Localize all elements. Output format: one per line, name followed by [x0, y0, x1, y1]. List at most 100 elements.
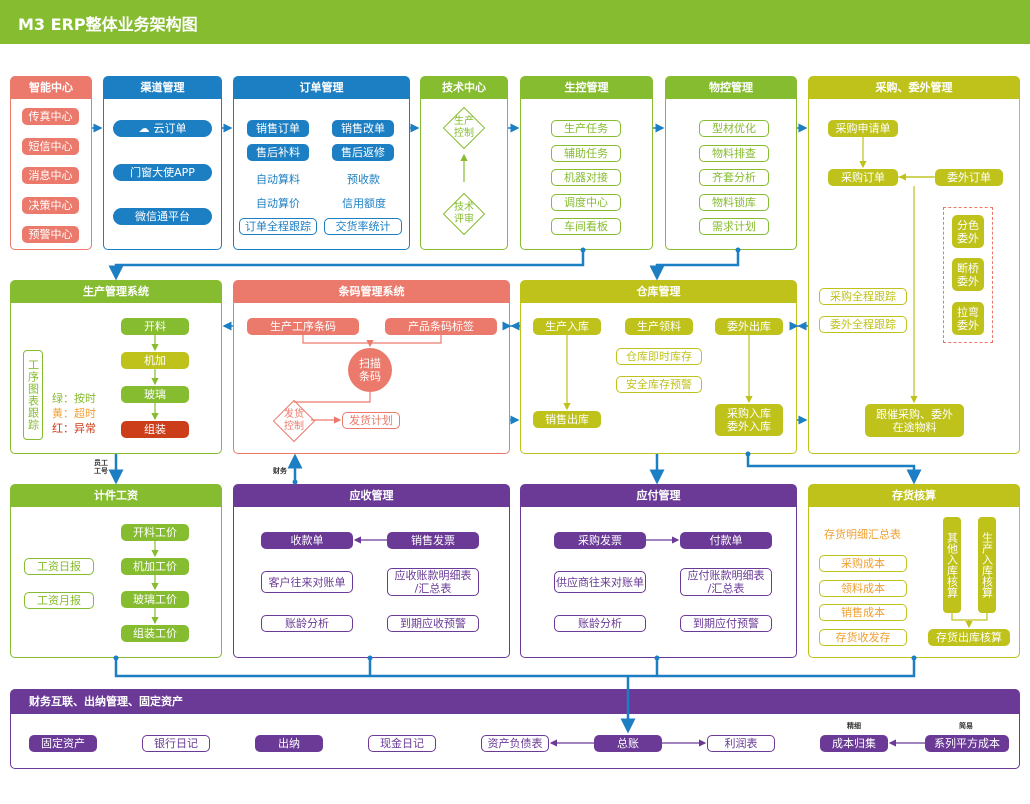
general-ledger-button[interactable]: 总账: [594, 735, 662, 752]
auto-price-text: 自动算价: [256, 197, 300, 210]
production-control-item-1[interactable]: 生产任务: [551, 120, 621, 137]
sales-invoice-button[interactable]: 销售发票: [387, 532, 479, 549]
ar-due-warning-button[interactable]: 到期应收预警: [387, 615, 479, 632]
payment-button[interactable]: 付款单: [680, 532, 772, 549]
purchase-cost-button[interactable]: 采购成本: [819, 555, 907, 572]
ar-detail-button[interactable]: 应收账款明细表 /汇总表: [387, 568, 479, 596]
production-picking-button[interactable]: 生产领料: [625, 318, 693, 335]
aftersale-repair-button[interactable]: 售后返修: [332, 144, 394, 161]
ar-aging-button[interactable]: 账龄分析: [261, 615, 353, 632]
ap-aging-button[interactable]: 账龄分析: [554, 615, 646, 632]
inventory-outbound-cost-button[interactable]: 存货出库核算: [928, 629, 1010, 646]
order-tracking-button[interactable]: 订单全程跟踪: [239, 218, 317, 235]
cost-collection-button[interactable]: 成本归集: [820, 735, 888, 752]
smart-center-item-5[interactable]: 预警中心: [22, 226, 79, 243]
outsource-sub-group: [943, 207, 993, 343]
shipping-plan-button[interactable]: 发货计划: [342, 412, 400, 429]
production-inbound-label: 生产入库核算: [980, 532, 994, 598]
process-barcode-button[interactable]: 生产工序条码: [247, 318, 359, 335]
production-control-item-5[interactable]: 车间看板: [551, 218, 621, 235]
barcode-title: 条码管理系统: [234, 281, 509, 303]
detail-label: 精细: [847, 722, 861, 730]
balance-sheet-button[interactable]: 资产负债表: [481, 735, 549, 752]
material-control-item-4[interactable]: 物料锁库: [699, 193, 769, 211]
tech-review-label: 技术 评审: [454, 202, 474, 225]
warehouse-title: 仓库管理: [521, 281, 796, 303]
material-control-item-1[interactable]: 型材优化: [699, 120, 769, 137]
follow-up-button[interactable]: 跟催采购、委外 在途物料: [865, 404, 964, 437]
cutting-step[interactable]: 开料: [121, 318, 189, 335]
sales-change-button[interactable]: 销售改单: [332, 120, 394, 137]
order-title: 订单管理: [234, 77, 409, 99]
ap-detail-button[interactable]: 应付账款明细表 /汇总表: [680, 568, 772, 596]
product-barcode-button[interactable]: 产品条码标签: [385, 318, 497, 335]
production-control-item-4[interactable]: 调度中心: [551, 193, 621, 211]
aftersale-supply-button[interactable]: 售后补料: [247, 144, 309, 161]
production-control-item-3[interactable]: 机器对接: [551, 169, 621, 186]
assembly-wage-step[interactable]: 组装工价: [121, 625, 189, 642]
production-control-title: 生控管理: [521, 77, 652, 99]
outsource-order-button[interactable]: 委外订单: [935, 169, 1003, 186]
bank-journal-button[interactable]: 银行日记: [142, 735, 210, 752]
purchase-invoice-button[interactable]: 采购发票: [554, 532, 646, 549]
bridge-outsource-button[interactable]: 断桥 委外: [952, 258, 984, 291]
purchase-order-button[interactable]: 采购订单: [828, 169, 898, 186]
sales-order-button[interactable]: 销售订单: [247, 120, 309, 137]
scan-barcode-circle[interactable]: 扫描 条码: [348, 348, 392, 392]
material-control-item-2[interactable]: 物料排查: [699, 144, 769, 162]
simple-label: 简易: [959, 722, 973, 730]
fixed-assets-button[interactable]: 固定资产: [29, 735, 97, 752]
color-outsource-button[interactable]: 分色 委外: [952, 215, 984, 248]
supplier-statement-button[interactable]: 供应商往来对账单: [554, 571, 646, 593]
production-inbound-cost[interactable]: 生产入库核算: [978, 517, 996, 613]
sales-cost-button[interactable]: 销售成本: [819, 604, 907, 621]
customer-statement-button[interactable]: 客户往来对账单: [261, 571, 353, 593]
ap-due-warning-button[interactable]: 到期应付预警: [680, 615, 772, 632]
production-control-item-2[interactable]: 辅助任务: [551, 144, 621, 162]
bend-outsource-button[interactable]: 拉弯 委外: [952, 302, 984, 335]
delivery-rate-button[interactable]: 交货率统计: [324, 218, 402, 235]
production-inbound-button[interactable]: 生产入库: [533, 318, 601, 335]
monthly-wage-button[interactable]: 工资月报: [24, 592, 94, 609]
wechat-platform-button[interactable]: 微信通平台: [113, 208, 212, 225]
glass-step[interactable]: 玻璃: [121, 386, 189, 403]
inventory-flow-button[interactable]: 存货收发存: [819, 629, 907, 646]
material-control-item-5[interactable]: 需求计划: [699, 218, 769, 235]
doors-app-button[interactable]: 门窗大使APP: [113, 164, 212, 181]
production-control-label: 生产 控制: [454, 116, 474, 139]
cash-journal-button[interactable]: 现金日记: [368, 735, 436, 752]
smart-center-item-4[interactable]: 决策中心: [22, 196, 79, 214]
process-chart-tracking: 工序图表跟踪: [23, 350, 43, 440]
other-inbound-cost[interactable]: 其他入库核算: [943, 517, 961, 613]
safety-stock-button[interactable]: 安全库存预警: [616, 376, 702, 393]
cutting-wage-step[interactable]: 开料工价: [121, 524, 189, 541]
sales-outbound-button[interactable]: 销售出库: [533, 411, 601, 428]
smart-center-title: 智能中心: [11, 77, 91, 99]
machining-wage-step[interactable]: 机加工价: [121, 558, 189, 575]
assembly-step[interactable]: 组装: [121, 421, 189, 438]
material-control-panel: 物控管理: [665, 76, 797, 250]
cashier-button[interactable]: 出纳: [255, 735, 323, 752]
production-system-title: 生产管理系统: [11, 281, 221, 303]
process-chart-label: 工序图表跟踪: [26, 359, 40, 431]
picking-cost-button[interactable]: 领料成本: [819, 580, 907, 597]
smart-center-item-2[interactable]: 短信中心: [22, 137, 79, 155]
credit-limit-text: 信用额度: [342, 197, 386, 210]
cloud-order-button[interactable]: ☁云订单: [113, 120, 212, 137]
purchase-inbound-button[interactable]: 采购入库 委外入库: [715, 404, 783, 436]
realtime-stock-button[interactable]: 仓库即时库存: [616, 348, 702, 365]
smart-center-item-3[interactable]: 消息中心: [22, 167, 79, 184]
smart-center-item-1[interactable]: 传真中心: [22, 108, 79, 125]
machining-step[interactable]: 机加: [121, 352, 189, 369]
outsource-tracking-button[interactable]: 委外全程跟踪: [819, 316, 907, 333]
outsource-outbound-button[interactable]: 委外出库: [715, 318, 783, 335]
purchase-tracking-button[interactable]: 采购全程跟踪: [819, 288, 907, 305]
series-area-cost-button[interactable]: 系列平方成本: [925, 735, 1009, 752]
purchase-request-button[interactable]: 采购申请单: [828, 120, 898, 137]
glass-wage-step[interactable]: 玻璃工价: [121, 591, 189, 608]
inventory-summary-text: 存货明细汇总表: [824, 528, 901, 541]
receipt-button[interactable]: 收款单: [261, 532, 353, 549]
income-statement-button[interactable]: 利润表: [707, 735, 775, 752]
material-control-item-3[interactable]: 齐套分析: [699, 169, 769, 186]
daily-wage-button[interactable]: 工资日报: [24, 558, 94, 575]
